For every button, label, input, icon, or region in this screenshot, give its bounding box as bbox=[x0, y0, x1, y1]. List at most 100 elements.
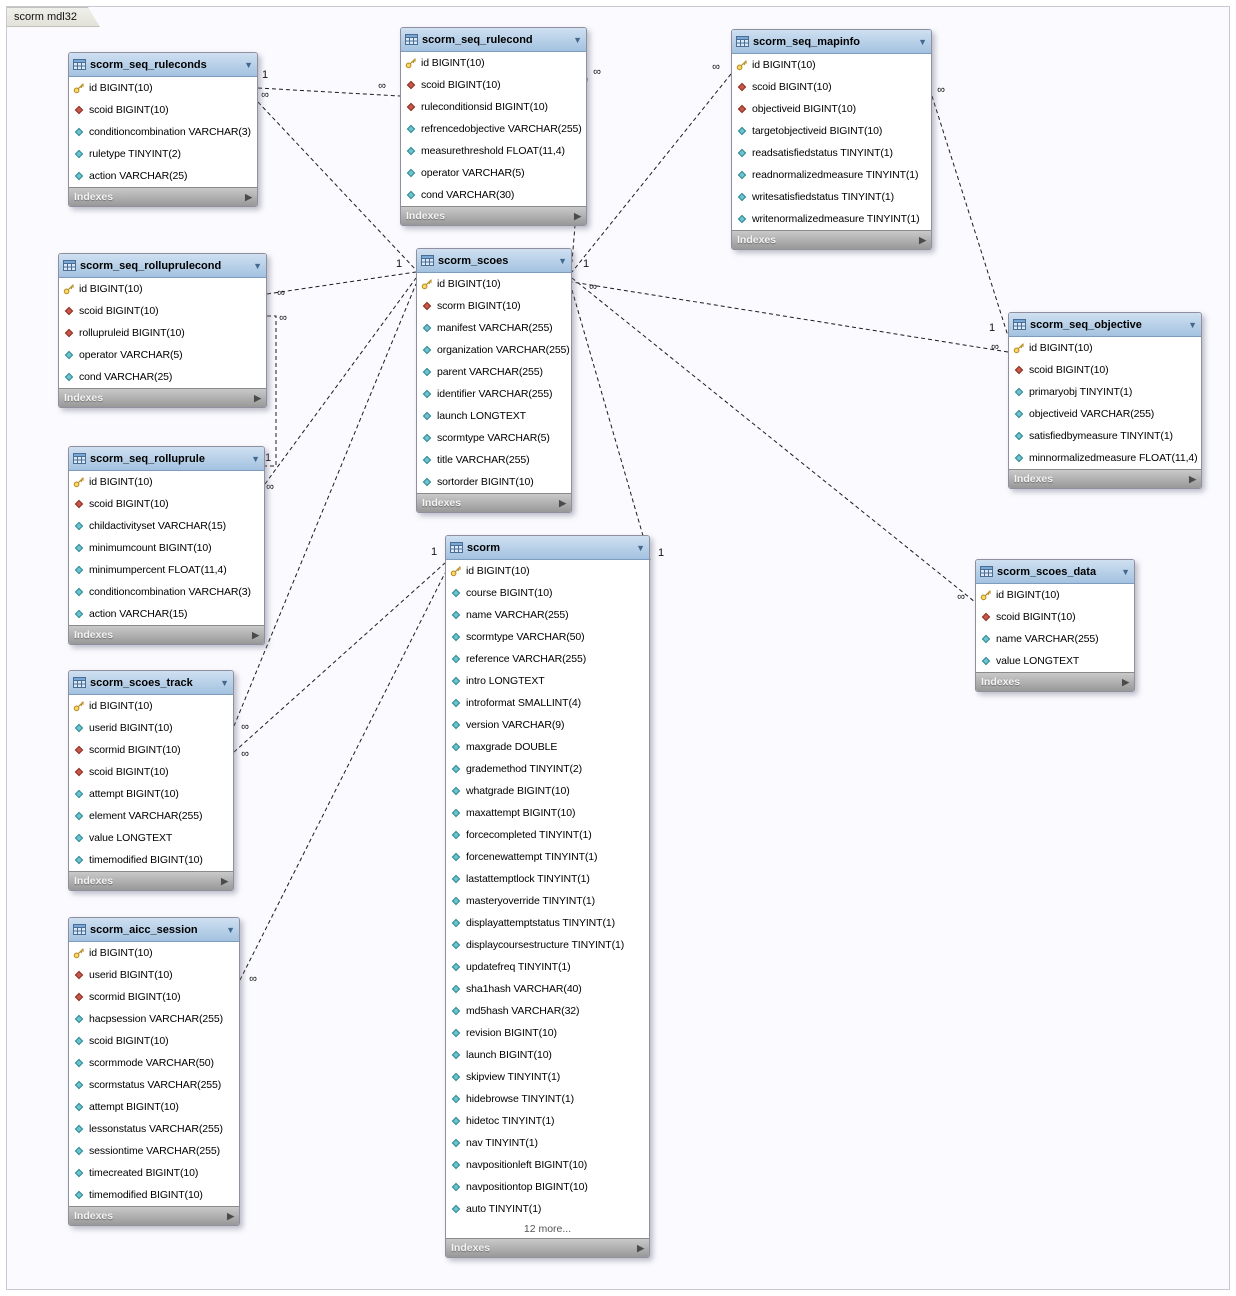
column-scormid[interactable]: scormid BIGINT(10) bbox=[69, 739, 233, 761]
table-header[interactable]: scorm▼ bbox=[446, 536, 649, 560]
relationship-mapinfo-scoid-to-scoes[interactable] bbox=[571, 73, 732, 273]
column-rollupruleid[interactable]: rollupruleid BIGINT(10) bbox=[59, 322, 266, 344]
table-scorm_seq_rolluprulecond[interactable]: scorm_seq_rolluprulecond▼id BIGINT(10)sc… bbox=[58, 253, 267, 408]
indexes-section[interactable]: Indexes▶ bbox=[69, 871, 233, 890]
column-name[interactable]: name VARCHAR(255) bbox=[976, 628, 1134, 650]
column-scoid[interactable]: scoid BIGINT(10) bbox=[732, 76, 931, 98]
column-lastattemptlock[interactable]: lastattemptlock TINYINT(1) bbox=[446, 868, 649, 890]
column-reference[interactable]: reference VARCHAR(255) bbox=[446, 648, 649, 670]
table-header[interactable]: scorm_seq_rolluprulecond▼ bbox=[59, 254, 266, 278]
indexes-section[interactable]: Indexes▶ bbox=[59, 388, 266, 407]
relationship-ruleconds-scoid-to-scoes[interactable] bbox=[257, 101, 417, 271]
table-scorm_seq_rulecond[interactable]: scorm_seq_rulecond▼id BIGINT(10)scoid BI… bbox=[400, 27, 587, 226]
indexes-section[interactable]: Indexes▶ bbox=[976, 672, 1134, 691]
column-launch[interactable]: launch LONGTEXT bbox=[417, 405, 571, 427]
relationship-aicc-scormid-to-scorm[interactable] bbox=[239, 572, 446, 981]
column-whatgrade[interactable]: whatgrade BIGINT(10) bbox=[446, 780, 649, 802]
expand-arrow-icon[interactable]: ▶ bbox=[559, 497, 566, 508]
column-minnormalizedmeasure[interactable]: minnormalizedmeasure FLOAT(11,4) bbox=[1009, 447, 1201, 469]
column-maxgrade[interactable]: maxgrade DOUBLE bbox=[446, 736, 649, 758]
column-sortorder[interactable]: sortorder BIGINT(10) bbox=[417, 471, 571, 493]
column-cond[interactable]: cond VARCHAR(30) bbox=[401, 184, 586, 206]
table-header[interactable]: scorm_scoes▼ bbox=[417, 249, 571, 273]
column-masteryoverride[interactable]: masteryoverride TINYINT(1) bbox=[446, 890, 649, 912]
column-scormmode[interactable]: scormmode VARCHAR(50) bbox=[69, 1052, 239, 1074]
column-scoid[interactable]: scoid BIGINT(10) bbox=[59, 300, 266, 322]
relationship-rolluprulecond-scoid-to-scoes[interactable] bbox=[266, 271, 417, 295]
column-scormtype[interactable]: scormtype VARCHAR(5) bbox=[417, 427, 571, 449]
column-id[interactable]: id BIGINT(10) bbox=[59, 278, 266, 300]
column-scoid[interactable]: scoid BIGINT(10) bbox=[69, 99, 257, 121]
indexes-section[interactable]: Indexes▶ bbox=[401, 206, 586, 225]
column-name[interactable]: name VARCHAR(255) bbox=[446, 604, 649, 626]
column-skipview[interactable]: skipview TINYINT(1) bbox=[446, 1066, 649, 1088]
table-scorm_seq_objective[interactable]: scorm_seq_objective▼id BIGINT(10)scoid B… bbox=[1008, 312, 1202, 489]
column-id[interactable]: id BIGINT(10) bbox=[401, 52, 586, 74]
column-childactivityset[interactable]: childactivityset VARCHAR(15) bbox=[69, 515, 264, 537]
collapse-arrow-icon[interactable]: ▼ bbox=[918, 36, 927, 47]
table-header[interactable]: scorm_seq_rulecond▼ bbox=[401, 28, 586, 52]
column-scoid[interactable]: scoid BIGINT(10) bbox=[69, 1030, 239, 1052]
column-organization[interactable]: organization VARCHAR(255) bbox=[417, 339, 571, 361]
column-timecreated[interactable]: timecreated BIGINT(10) bbox=[69, 1162, 239, 1184]
column-id[interactable]: id BIGINT(10) bbox=[69, 695, 233, 717]
column-forcecompleted[interactable]: forcecompleted TINYINT(1) bbox=[446, 824, 649, 846]
relationship-rulecond-ruleconditionsid-to-ruleconds[interactable] bbox=[257, 87, 401, 97]
column-ruletype[interactable]: ruletype TINYINT(2) bbox=[69, 143, 257, 165]
column-id[interactable]: id BIGINT(10) bbox=[417, 273, 571, 295]
expand-arrow-icon[interactable]: ▶ bbox=[254, 392, 261, 403]
column-parent[interactable]: parent VARCHAR(255) bbox=[417, 361, 571, 383]
column-nav[interactable]: nav TINYINT(1) bbox=[446, 1132, 649, 1154]
table-scorm[interactable]: scorm▼id BIGINT(10)course BIGINT(10)name… bbox=[445, 535, 650, 1258]
column-forcenewattempt[interactable]: forcenewattempt TINYINT(1) bbox=[446, 846, 649, 868]
column-objectiveid[interactable]: objectiveid VARCHAR(255) bbox=[1009, 403, 1201, 425]
collapse-arrow-icon[interactable]: ▼ bbox=[251, 453, 260, 464]
table-header[interactable]: scorm_scoes_track▼ bbox=[69, 671, 233, 695]
column-primaryobj[interactable]: primaryobj TINYINT(1) bbox=[1009, 381, 1201, 403]
column-userid[interactable]: userid BIGINT(10) bbox=[69, 717, 233, 739]
column-scormid[interactable]: scormid BIGINT(10) bbox=[69, 986, 239, 1008]
relationship-rolluprule-scoid-to-scoes[interactable] bbox=[264, 277, 417, 485]
column-id[interactable]: id BIGINT(10) bbox=[69, 77, 257, 99]
expand-arrow-icon[interactable]: ▶ bbox=[1189, 473, 1196, 484]
relationship-mapinfo-objectiveid-to-objective[interactable] bbox=[931, 95, 1009, 337]
table-scorm_seq_mapinfo[interactable]: scorm_seq_mapinfo▼id BIGINT(10)scoid BIG… bbox=[731, 29, 932, 250]
expand-arrow-icon[interactable]: ▶ bbox=[919, 234, 926, 245]
column-timemodified[interactable]: timemodified BIGINT(10) bbox=[69, 1184, 239, 1206]
column-refrencedobjective[interactable]: refrencedobjective VARCHAR(255) bbox=[401, 118, 586, 140]
table-header[interactable]: scorm_seq_mapinfo▼ bbox=[732, 30, 931, 54]
column-title[interactable]: title VARCHAR(255) bbox=[417, 449, 571, 471]
column-course[interactable]: course BIGINT(10) bbox=[446, 582, 649, 604]
column-scormtype[interactable]: scormtype VARCHAR(50) bbox=[446, 626, 649, 648]
column-writesatisfiedstatus[interactable]: writesatisfiedstatus TINYINT(1) bbox=[732, 186, 931, 208]
table-header[interactable]: scorm_aicc_session▼ bbox=[69, 918, 239, 942]
diagram-name-tab[interactable]: scorm mdl32 bbox=[7, 7, 100, 27]
column-scoid[interactable]: scoid BIGINT(10) bbox=[1009, 359, 1201, 381]
collapse-arrow-icon[interactable]: ▼ bbox=[636, 542, 645, 553]
column-value[interactable]: value LONGTEXT bbox=[976, 650, 1134, 672]
expand-arrow-icon[interactable]: ▶ bbox=[245, 191, 252, 202]
table-scorm_seq_rolluprule[interactable]: scorm_seq_rolluprule▼id BIGINT(10)scoid … bbox=[68, 446, 265, 645]
column-displaycoursestructure[interactable]: displaycoursestructure TINYINT(1) bbox=[446, 934, 649, 956]
relationship-track-scormid-to-scorm[interactable] bbox=[233, 562, 446, 753]
column-version[interactable]: version VARCHAR(9) bbox=[446, 714, 649, 736]
column-userid[interactable]: userid BIGINT(10) bbox=[69, 964, 239, 986]
collapse-arrow-icon[interactable]: ▼ bbox=[220, 677, 229, 688]
table-scorm_scoes_track[interactable]: scorm_scoes_track▼id BIGINT(10)userid BI… bbox=[68, 670, 234, 891]
column-displayattemptstatus[interactable]: displayattemptstatus TINYINT(1) bbox=[446, 912, 649, 934]
column-launch[interactable]: launch BIGINT(10) bbox=[446, 1044, 649, 1066]
collapse-arrow-icon[interactable]: ▼ bbox=[573, 34, 582, 45]
column-action[interactable]: action VARCHAR(15) bbox=[69, 603, 264, 625]
column-cond[interactable]: cond VARCHAR(25) bbox=[59, 366, 266, 388]
column-readsatisfiedstatus[interactable]: readsatisfiedstatus TINYINT(1) bbox=[732, 142, 931, 164]
expand-arrow-icon[interactable]: ▶ bbox=[1122, 676, 1129, 687]
collapse-arrow-icon[interactable]: ▼ bbox=[244, 59, 253, 70]
expand-arrow-icon[interactable]: ▶ bbox=[574, 210, 581, 221]
column-scormstatus[interactable]: scormstatus VARCHAR(255) bbox=[69, 1074, 239, 1096]
relationship-track-scoid-to-scoes[interactable] bbox=[233, 283, 417, 727]
expand-arrow-icon[interactable]: ▶ bbox=[227, 1210, 234, 1221]
column-writenormalizedmeasure[interactable]: writenormalizedmeasure TINYINT(1) bbox=[732, 208, 931, 230]
expand-arrow-icon[interactable]: ▶ bbox=[252, 629, 259, 640]
column-conditioncombination[interactable]: conditioncombination VARCHAR(3) bbox=[69, 581, 264, 603]
column-operator[interactable]: operator VARCHAR(5) bbox=[59, 344, 266, 366]
